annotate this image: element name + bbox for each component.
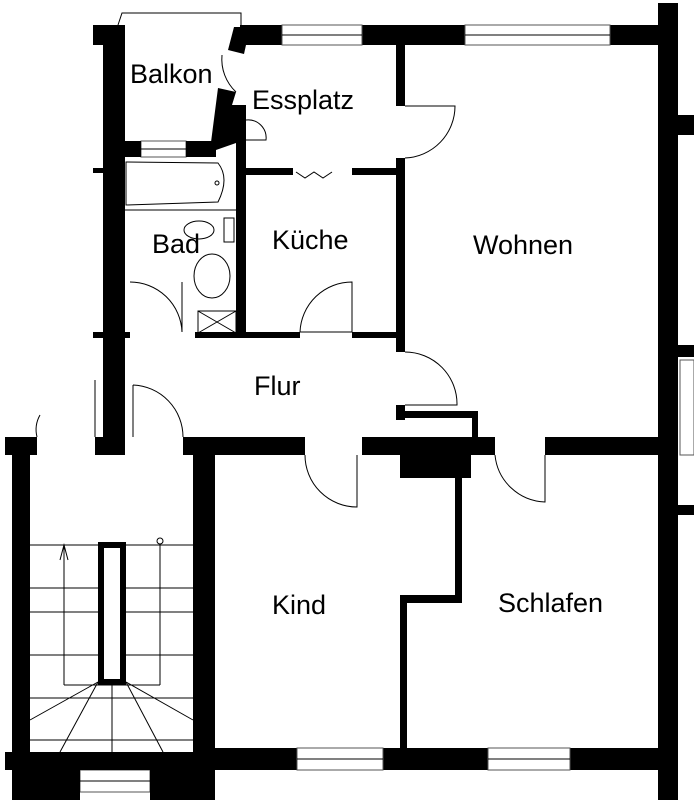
room-label-schlafen: Schlafen [498, 588, 604, 618]
room-label-flur: Flur [254, 371, 301, 401]
room-label-kueche: Küche [272, 225, 349, 255]
room-label-balkon: Balkon [130, 59, 213, 89]
toilet-icon [183, 220, 215, 240]
bathtub-icon [125, 161, 225, 206]
staircase [29, 537, 194, 753]
room-label-essplatz: Essplatz [252, 85, 355, 115]
sink-icon [193, 253, 231, 299]
exterior-walls [93, 3, 694, 800]
windows [79, 24, 694, 793]
room-label-bad: Bad [152, 229, 201, 259]
balcony [117, 12, 267, 157]
bathroom-fixtures [125, 161, 237, 334]
doors [35, 105, 546, 508]
interior-walls [5, 45, 658, 800]
room-label-wohnen: Wohnen [473, 230, 574, 260]
room-label-kind: Kind [272, 590, 327, 620]
